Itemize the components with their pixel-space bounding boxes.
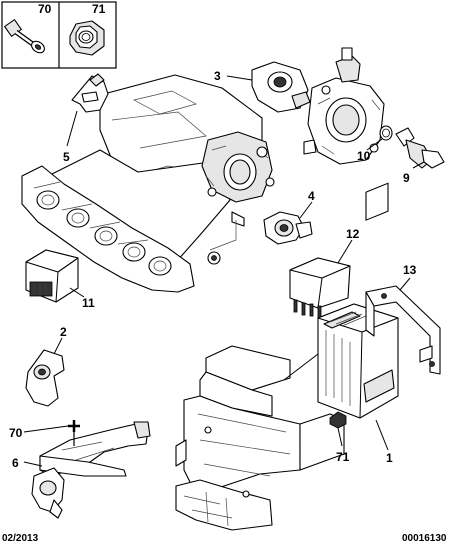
callout-2: 2 [60, 325, 67, 339]
callout-70-bottom: 70 [9, 426, 23, 440]
part-12-relay [289, 239, 353, 319]
part-4-sensor [263, 201, 313, 245]
throttle-body-manifold [201, 131, 275, 203]
part-1-ecu [283, 182, 399, 451]
callout-6: 6 [12, 456, 19, 470]
hex-nut-icon [69, 20, 105, 56]
callout-70-legend: 70 [38, 2, 52, 16]
callout-71-bottom: 71 [336, 450, 350, 464]
throttle-body [303, 47, 385, 165]
callout-10: 10 [357, 149, 371, 163]
footer-date: 02/2013 [2, 533, 39, 544]
part-2-sensor [25, 337, 65, 407]
part-6-bracket [23, 420, 151, 519]
manifold-port-1 [36, 190, 60, 210]
callout-4: 4 [308, 189, 315, 203]
bolt-icon [4, 19, 45, 54]
callout-9: 9 [403, 171, 410, 185]
part-71-nut [329, 411, 347, 447]
callout-3: 3 [214, 69, 221, 83]
bolt-70-marker [68, 420, 80, 446]
manifold-port-3 [94, 226, 118, 246]
manifold-port-5 [148, 256, 172, 276]
part-13-bracket [365, 277, 441, 375]
manifold-port-2 [66, 208, 90, 228]
callout-13: 13 [403, 263, 417, 277]
callout-5: 5 [63, 150, 70, 164]
callout-11: 11 [82, 296, 95, 310]
part-9-temp-sensor [395, 127, 445, 169]
callout-12: 12 [346, 227, 360, 241]
callout-71-legend: 71 [92, 2, 106, 16]
part-5-connector [66, 73, 109, 147]
part-11-relay [25, 249, 85, 303]
part-3-throttle-sensor [226, 61, 311, 113]
intake-manifold [21, 74, 275, 293]
part-10-o-ring [366, 125, 393, 151]
manifold-port-4 [122, 242, 146, 262]
footer-reference: 00016130 [402, 533, 447, 544]
fastener-legend-box: 70 71 [1, 1, 117, 69]
callout-1: 1 [386, 451, 393, 465]
ecu-mounting-tray [175, 345, 345, 531]
